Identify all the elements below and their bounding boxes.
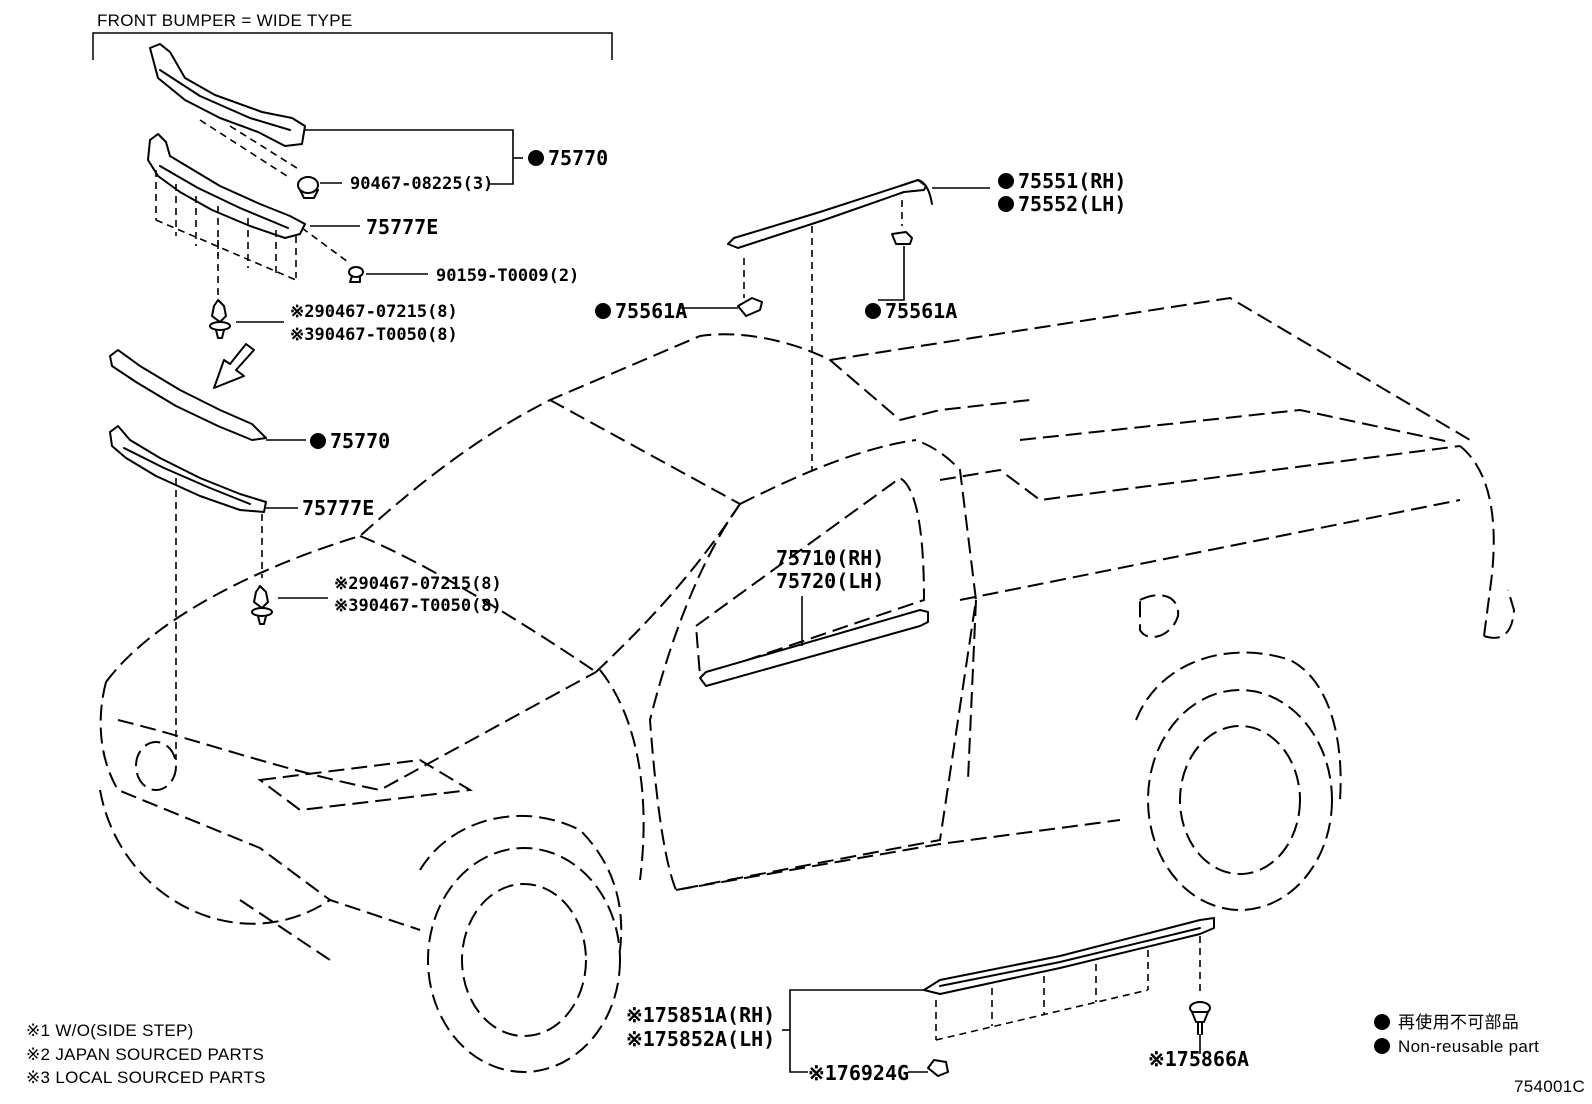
svg-text:75561A: 75561A bbox=[885, 299, 957, 323]
direction-arrow bbox=[213, 343, 255, 389]
spoiler-base-top bbox=[147, 133, 306, 239]
screw-icon bbox=[348, 266, 364, 283]
callout-76924G: ※176924G bbox=[808, 1061, 909, 1085]
callout-75551: 75551(RH) bbox=[998, 169, 1126, 193]
note-local-sourced: ※3 LOCAL SOURCED PARTS bbox=[26, 1068, 266, 1087]
callout-75770-mid: 75770 bbox=[310, 429, 390, 453]
callout-75777E-mid: 75777E bbox=[302, 496, 374, 520]
svg-text:75551(RH): 75551(RH) bbox=[1018, 169, 1126, 193]
callout-75851A: ※175851A(RH) bbox=[626, 1003, 775, 1027]
legend-en: Non-reusable part bbox=[1398, 1037, 1539, 1056]
callout-90467-08225: 90467-08225(3) bbox=[350, 174, 493, 194]
legend-jp: 再使用不可部品 bbox=[1398, 1012, 1519, 1032]
pickup-truck-outline bbox=[99, 296, 1516, 1073]
callout-75720: 75720(LH) bbox=[776, 569, 884, 593]
molding-clip-icon-rocker bbox=[1189, 1001, 1211, 1035]
molding-clip-icon-right bbox=[891, 231, 913, 245]
callout-75770-top: 75770 bbox=[528, 146, 608, 170]
callout-75710: 75710(RH) bbox=[776, 546, 884, 570]
non-reusable-bullet-icon bbox=[1374, 1014, 1390, 1030]
roof-drip-molding bbox=[680, 179, 990, 470]
rocker-clip-icon bbox=[927, 1059, 949, 1077]
callout-clip-a-top: ※290467-07215(8) bbox=[290, 302, 458, 322]
callout-75777E-top: 75777E bbox=[366, 215, 438, 239]
door-belt-molding bbox=[699, 596, 929, 687]
callout-clip-b-top: ※390467-T0050(8) bbox=[290, 325, 458, 345]
note-side-step: ※1 W/O(SIDE STEP) bbox=[26, 1021, 194, 1040]
callout-clip-b-mid: ※390467-T0050(8) bbox=[334, 596, 502, 616]
callout-90159-T0009: 90159-T0009(2) bbox=[436, 266, 579, 286]
spoiler-base-mid bbox=[109, 425, 267, 513]
svg-text:75770: 75770 bbox=[330, 429, 390, 453]
legend: 再使用不可部品 Non-reusable part bbox=[1374, 1012, 1539, 1056]
standard-spoiler-assembly bbox=[109, 349, 328, 760]
spoiler-cover-top bbox=[149, 43, 306, 147]
molding-clip-icon-left bbox=[737, 297, 763, 317]
callout-75561A-left: 75561A bbox=[595, 299, 687, 323]
callout-75866A: ※175866A bbox=[1148, 1047, 1249, 1071]
rocker-panel-molding bbox=[782, 917, 1215, 1077]
svg-text:75552(LH): 75552(LH) bbox=[1018, 192, 1126, 216]
callout-75852A: ※175852A(LH) bbox=[626, 1027, 775, 1051]
push-clip-icon-top bbox=[209, 299, 231, 339]
svg-text:75770: 75770 bbox=[548, 146, 608, 170]
wide-type-group-bracket: FRONT BUMPER = WIDE TYPE bbox=[92, 11, 613, 60]
note-japan-sourced: ※2 JAPAN SOURCED PARTS bbox=[26, 1045, 264, 1064]
wide-type-spoiler-assembly bbox=[147, 43, 523, 339]
group-title: FRONT BUMPER = WIDE TYPE bbox=[97, 11, 352, 30]
figure-code: 754001C bbox=[1514, 1077, 1585, 1096]
push-clip-icon-mid bbox=[251, 585, 273, 625]
callout-75552: 75552(LH) bbox=[998, 192, 1126, 216]
retainer-nut-icon bbox=[297, 176, 319, 199]
svg-text:75561A: 75561A bbox=[615, 299, 687, 323]
callout-75561A-right: 75561A bbox=[865, 299, 957, 323]
callout-clip-a-mid: ※290467-07215(8) bbox=[334, 574, 502, 594]
spoiler-cover-mid bbox=[109, 349, 267, 441]
non-reusable-bullet-icon-en bbox=[1374, 1038, 1390, 1054]
